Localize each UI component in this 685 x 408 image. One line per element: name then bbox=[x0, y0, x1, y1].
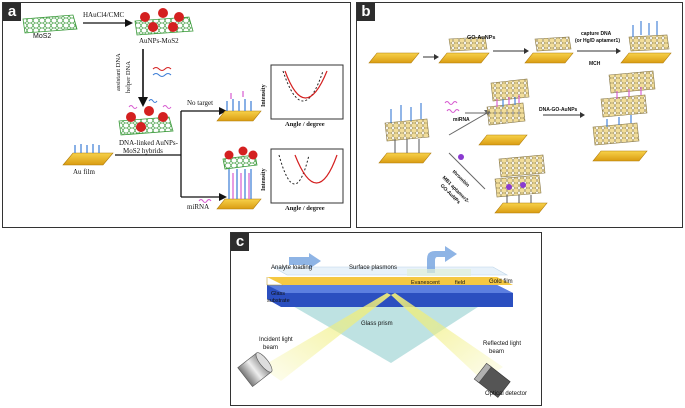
film-bare bbox=[368, 52, 420, 64]
panel-a-badge: a bbox=[3, 3, 21, 21]
arrow-b7 bbox=[448, 152, 486, 190]
label-assistant-dna: assistant DNA bbox=[115, 53, 122, 91]
panel-a: a bbox=[2, 2, 351, 228]
panel-c: c bbox=[230, 232, 542, 406]
film-thrombin bbox=[494, 154, 548, 214]
spr-curve-with-target bbox=[270, 148, 344, 204]
panel-c-drawing bbox=[237, 246, 513, 398]
aunps-mos2-sheet bbox=[134, 8, 194, 36]
light-source bbox=[237, 352, 273, 388]
label-aunps: AuNPs-MoS2 bbox=[139, 37, 179, 45]
film-capture bbox=[620, 21, 672, 64]
label-mirna: miRNA bbox=[187, 203, 210, 211]
panel-c-badge: c bbox=[231, 233, 249, 251]
panel-b-drawing bbox=[368, 21, 672, 214]
label-field: field bbox=[455, 280, 466, 286]
arrow-b1 bbox=[423, 54, 439, 60]
dna-linked-hybrid bbox=[118, 99, 174, 136]
label-angle-1: Angle / degree bbox=[285, 121, 325, 128]
label-gold-film: Gold film bbox=[489, 279, 513, 285]
optical-detector bbox=[473, 362, 511, 398]
panel-b: b bbox=[356, 2, 683, 228]
film-with-target bbox=[216, 146, 262, 210]
label-helper-dna: helper DNA bbox=[125, 61, 132, 93]
label-intensity-1: Intensity bbox=[261, 84, 267, 107]
label-detector: Optical detector bbox=[485, 391, 528, 397]
label-evanescent: Evanescent bbox=[411, 280, 440, 286]
thrombin-dot bbox=[458, 154, 464, 160]
label-angle-2: Angle / degree bbox=[285, 205, 325, 212]
arrow-b6 bbox=[543, 112, 585, 118]
reflected-beam bbox=[391, 293, 503, 381]
label-reflected-1: Reflected light bbox=[483, 341, 522, 347]
label-incident-2: beam bbox=[263, 345, 279, 351]
arrow-b3 bbox=[577, 48, 621, 54]
label-reagent: HAuCl4/CMC bbox=[83, 11, 125, 19]
film-go-aunps-2 bbox=[524, 36, 574, 64]
analyte-outlet-arrow bbox=[427, 246, 457, 273]
film-no-target bbox=[216, 91, 262, 122]
label-mos2: MoS2 bbox=[33, 33, 52, 40]
label-glass-1: Glass bbox=[271, 291, 286, 297]
label-glass-2: substrate bbox=[267, 298, 290, 304]
analyte-inlet-arrow bbox=[289, 253, 321, 269]
incident-beam bbox=[261, 293, 391, 381]
film-capture-left bbox=[378, 103, 432, 164]
evanescent-field-box bbox=[407, 269, 471, 276]
panel-a-drawing bbox=[22, 8, 344, 210]
label-intensity-2: Intensity bbox=[261, 168, 267, 191]
glass-substrate bbox=[267, 285, 513, 307]
label-hybrid-2: MoS2 hybrids bbox=[123, 147, 163, 155]
label-reflected-2: beam bbox=[489, 349, 505, 355]
label-prism: Glass prism bbox=[361, 321, 393, 327]
label-dna-go: DNA-GO-AuNPs bbox=[539, 107, 578, 113]
label-capture-1: capture DNA bbox=[581, 31, 612, 37]
label-no-target: No target bbox=[187, 99, 214, 107]
film-amplified bbox=[592, 70, 656, 162]
label-capture-2: (or Hg/D aptamer1) bbox=[575, 38, 621, 44]
film-go-aunps bbox=[438, 36, 490, 64]
film-dna-go bbox=[478, 78, 530, 146]
arrow-mos2-to-aunps bbox=[83, 19, 133, 27]
label-hybrid-1: DNA-linked AuNPs- bbox=[119, 139, 178, 147]
branch-arrows bbox=[115, 107, 227, 204]
arrow-down-helper bbox=[138, 49, 172, 107]
au-film-left bbox=[62, 144, 114, 166]
label-mch: MCH bbox=[589, 61, 601, 67]
mirna-strands-b bbox=[444, 100, 460, 114]
label-incident-1: Incident light bbox=[259, 337, 293, 343]
label-analyte: Analyte loading bbox=[271, 265, 313, 271]
spr-curve-no-target bbox=[270, 64, 344, 120]
panel-b-badge: b bbox=[357, 3, 375, 21]
gold-film bbox=[266, 277, 513, 286]
arrow-b2 bbox=[493, 48, 529, 54]
label-mirna-b: miRNA bbox=[453, 117, 470, 123]
label-go-aunps: GO-AuNPs bbox=[467, 35, 496, 41]
mos2-sheet bbox=[22, 14, 78, 34]
label-au-film: Au film bbox=[73, 168, 95, 176]
label-plasmons: Surface plasmons bbox=[349, 265, 398, 271]
